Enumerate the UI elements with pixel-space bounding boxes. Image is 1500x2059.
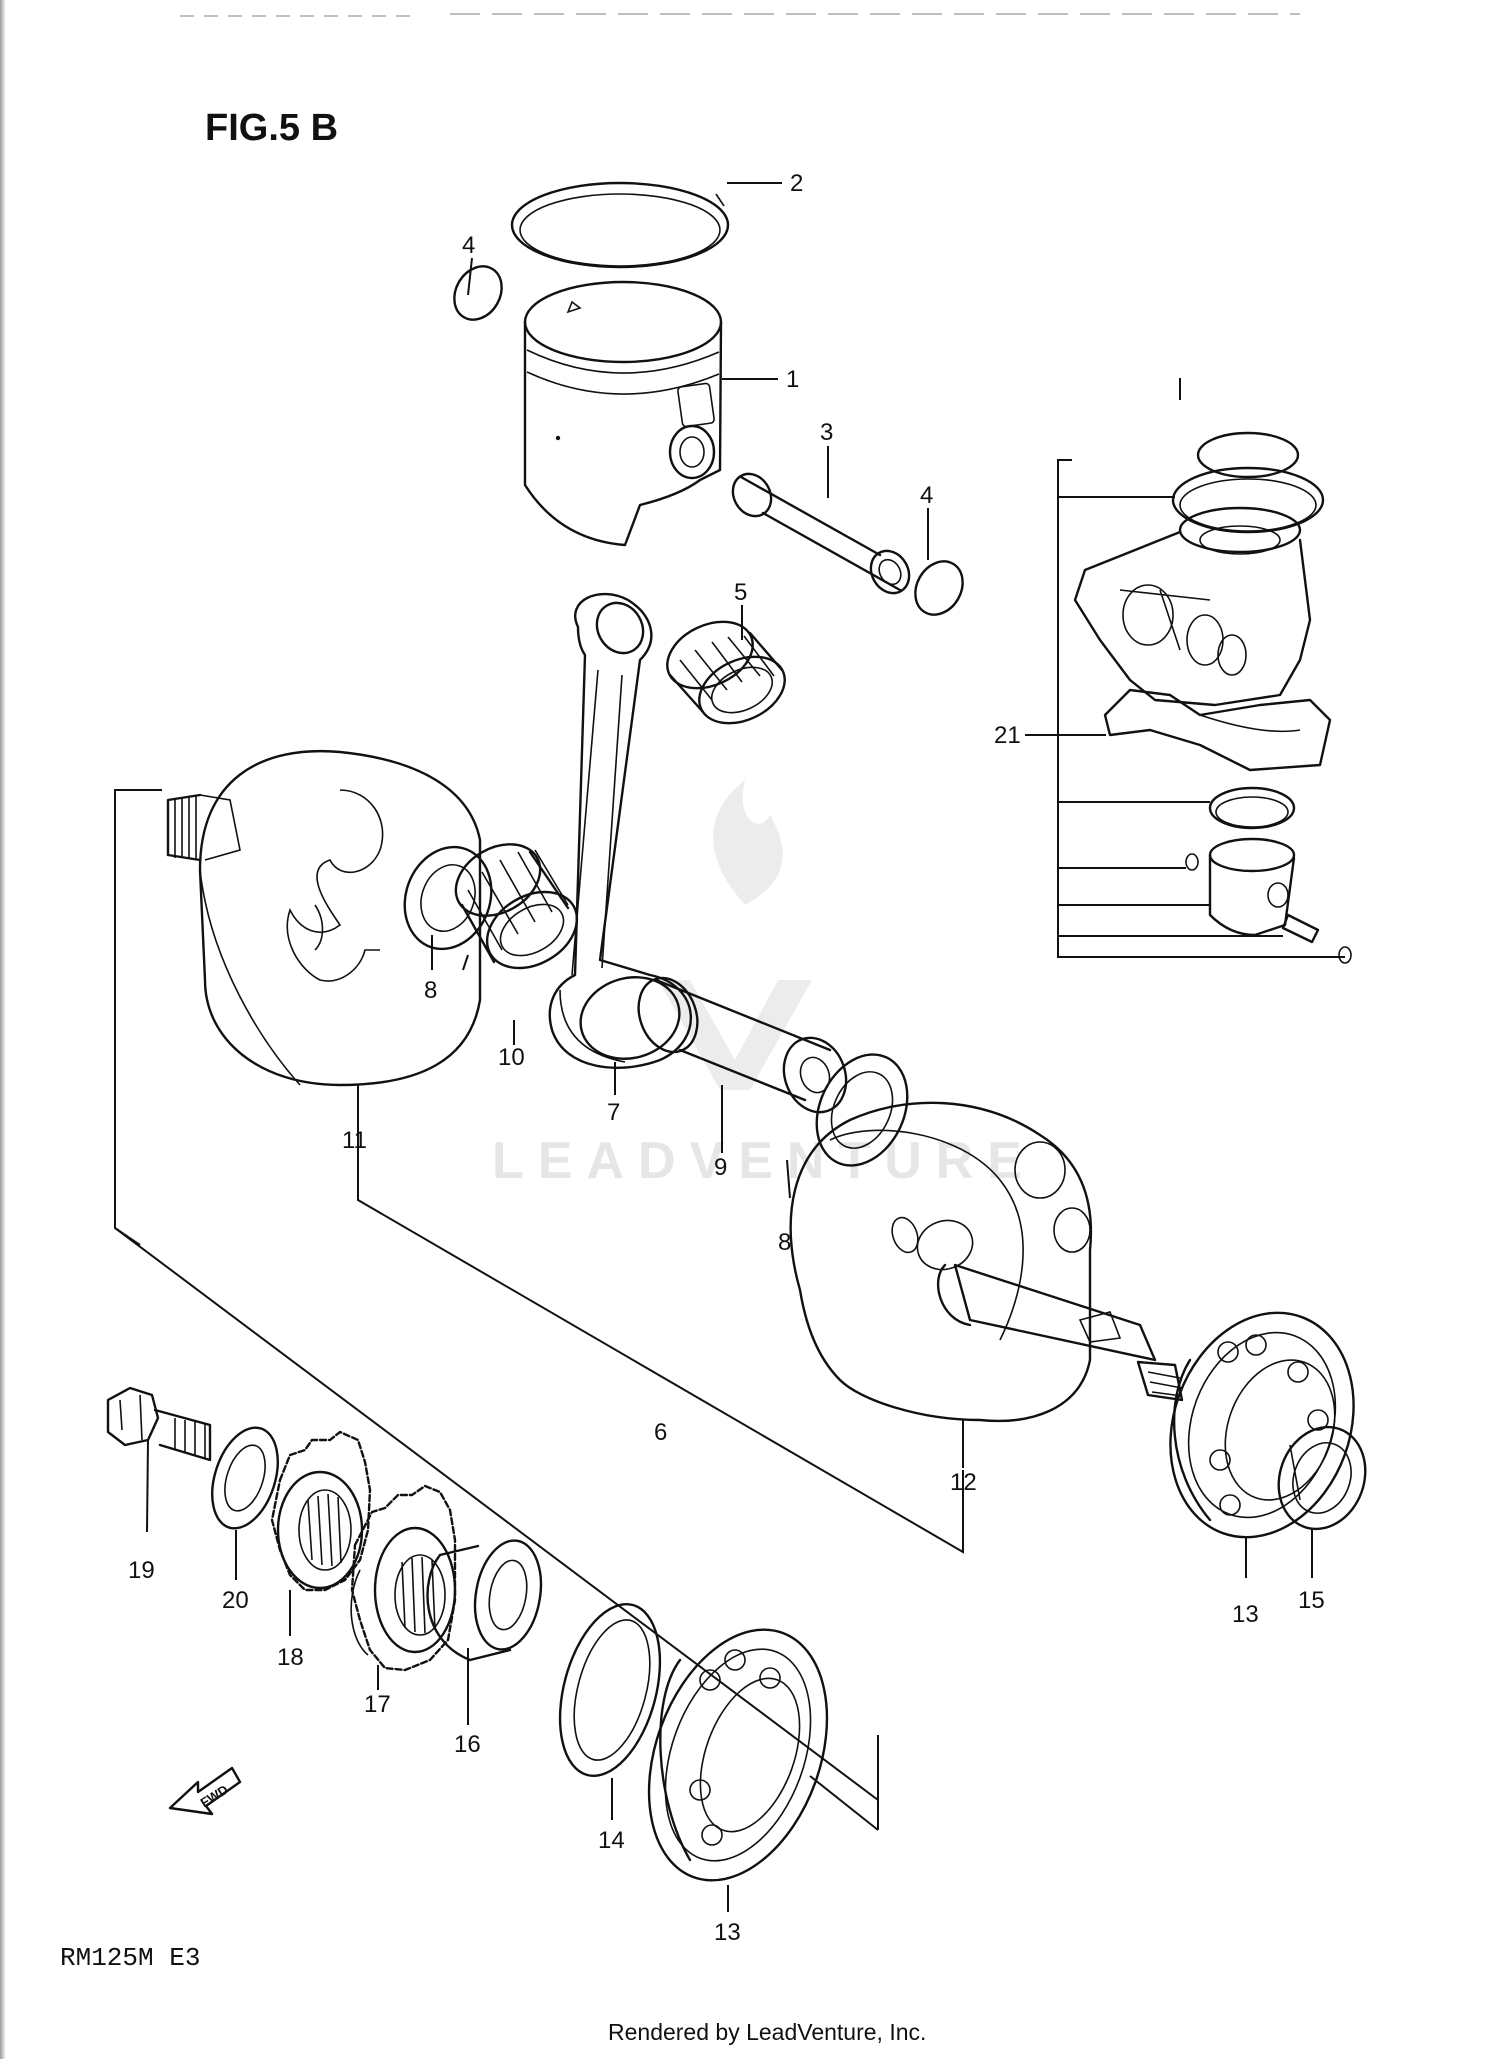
callout-15: 15 — [1298, 1587, 1325, 1614]
crank-washer-left[interactable] — [391, 835, 506, 961]
crank-spacer[interactable] — [426, 1535, 550, 1662]
callout-20: 20 — [222, 1587, 249, 1614]
callout-12: 12 — [950, 1469, 977, 1496]
gasket-set-bracket — [1025, 459, 1345, 958]
callout-4-left: 4 — [462, 232, 475, 259]
callout-13-left: 13 — [714, 1919, 741, 1946]
piston-pin-circlip-right[interactable] — [906, 553, 972, 623]
callout-21: 21 — [994, 722, 1021, 749]
callout-3: 3 — [820, 419, 833, 446]
piston[interactable] — [523, 280, 723, 547]
primary-drive-gear[interactable] — [270, 1430, 372, 1592]
top-end-gasket-set[interactable] — [1073, 431, 1352, 964]
fwd-arrow-icon: FWD — [168, 1766, 242, 1816]
piston-ring[interactable] — [510, 181, 730, 269]
callout-11: 11 — [342, 1127, 367, 1154]
callout-16: 16 — [454, 1731, 481, 1758]
scan-edge — [0, 0, 6, 2059]
main-bearing-right[interactable] — [1140, 1287, 1384, 1563]
primary-drive-gear-2[interactable] — [350, 1484, 457, 1672]
crank-washer-right[interactable] — [799, 1040, 924, 1181]
leader-lines — [146, 182, 1313, 1912]
model-code: RM125M E3 — [60, 1943, 200, 1973]
callout-7: 7 — [607, 1099, 620, 1126]
callout-8-left: 8 — [424, 977, 437, 1004]
main-bearing-left[interactable] — [616, 1605, 859, 1905]
crankshaft-left-web[interactable] — [166, 749, 482, 1087]
scan-top-dashes — [180, 13, 1300, 17]
callout-1: 1 — [786, 366, 799, 393]
figure-title: FIG.5 B — [205, 107, 338, 149]
callout-numbers: 2 4 1 3 4 5 21 8 10 7 11 9 8 6 12 13 15 … — [128, 170, 1325, 1946]
crank-assembly-brackets — [114, 789, 964, 1831]
crank-pin[interactable] — [629, 970, 856, 1121]
callout-2: 2 — [790, 170, 803, 197]
piston-pin[interactable] — [725, 467, 916, 600]
callout-8-right: 8 — [778, 1229, 791, 1256]
callout-5: 5 — [734, 579, 747, 606]
crank-washer-small[interactable] — [200, 1419, 289, 1536]
callout-19: 19 — [128, 1557, 155, 1584]
crank-nut-bolt[interactable] — [106, 1386, 212, 1462]
callout-18: 18 — [277, 1644, 304, 1671]
piston-pin-circlip-left[interactable] — [445, 258, 511, 328]
left-oil-seal[interactable] — [543, 1593, 677, 1787]
callout-17: 17 — [364, 1691, 391, 1718]
footer-credit: Rendered by LeadVenture, Inc. — [608, 2019, 926, 2045]
fwd-label: FWD — [198, 1782, 231, 1810]
callout-10: 10 — [498, 1044, 525, 1071]
callout-14: 14 — [598, 1827, 625, 1854]
crankshaft-right-web[interactable] — [789, 1101, 1184, 1423]
callout-9: 9 — [714, 1154, 727, 1181]
leadventure-watermark: LEADVENTURE — [492, 780, 1036, 1190]
watermark-text: LEADVENTURE — [492, 1132, 1036, 1190]
callout-13-right: 13 — [1232, 1601, 1259, 1628]
crank-oil-seal[interactable] — [1265, 1415, 1380, 1541]
callout-6: 6 — [654, 1419, 667, 1446]
small-end-needle-bearing[interactable] — [657, 609, 796, 736]
callout-4-right: 4 — [920, 482, 933, 509]
